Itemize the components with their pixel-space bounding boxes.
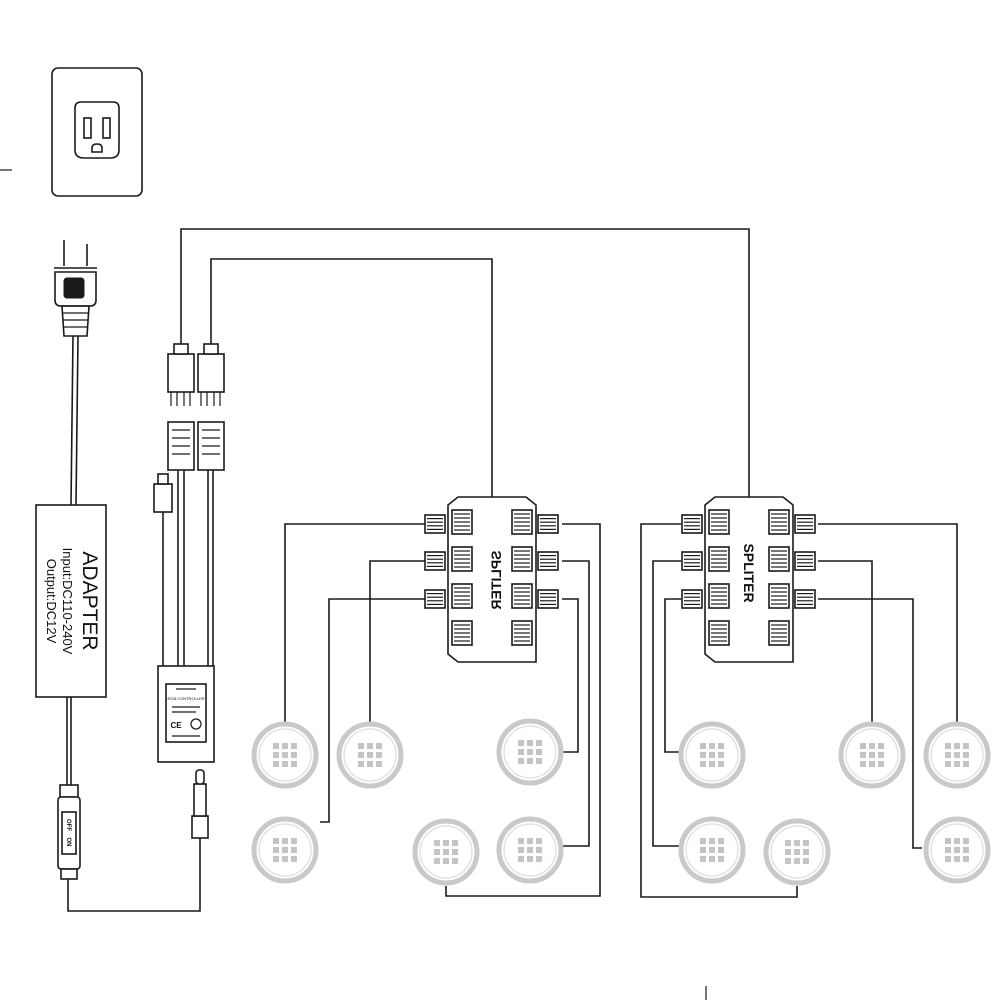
splitter-2-outer-port [681,514,703,534]
splitter-2-inner-port [708,583,730,609]
splitter-2-label: SPLITER [741,543,757,602]
splitter-1-outer-port [537,551,559,571]
switch-off-label: OFF [65,819,71,831]
puck-light [923,721,991,789]
wall-outlet [51,67,143,197]
controller-ce-mark: CE [170,721,182,730]
splitter-2-inner-port [708,546,730,572]
puck-light [838,721,906,789]
splitter-1-outer-port [537,514,559,534]
splitter-2-inner-port [768,620,790,646]
puck-light [678,816,746,884]
switch-on-label: ON [65,838,71,847]
splitter-2-inner-port [708,620,730,646]
splitter-1: SPLITER [424,496,559,663]
splitter-1-inner-port [451,509,473,535]
splitter-2-outer-port [794,514,816,534]
splitter-1-inner-port [451,583,473,609]
splitter-1-outer-port [424,551,446,571]
rgb-controller: RGB CONTROLLER CE [157,665,215,763]
splitter-2-inner-port [708,509,730,535]
splitter-1-outer-port [424,514,446,534]
splitter-2-outer-port [681,551,703,571]
splitter-2-outer-port [794,589,816,609]
splitter-2: SPLITER [681,496,816,663]
splitter-1-inner-port [451,620,473,646]
male-connector-right [197,343,225,406]
splitter-1-inner-port [511,509,533,535]
controller-brand: RGB CONTROLLER [167,696,204,701]
puck-light [251,816,319,884]
controller-side-connector [153,473,173,666]
dc-jack [191,769,209,839]
wire-to-splitter-1 [210,258,493,497]
female-connector-right [197,421,225,471]
puck-light [336,721,404,789]
puck-light [923,816,991,884]
puck-light [251,721,319,789]
adapter-output: Output:DC12V [44,559,59,644]
splitter-2-inner-port [768,583,790,609]
splitter-1-inner-port [451,546,473,572]
splitter-1-inner-port [511,583,533,609]
splitter-1-wiring [284,523,601,897]
power-plug [54,240,97,506]
splitter-2-outer-port [681,589,703,609]
power-adapter: ADAPTER Input:DC110-240V Output:DC12V [35,504,107,698]
puck-lights [251,718,991,886]
puck-light [496,816,564,884]
adapter-input: Input:DC110-240V [60,548,75,655]
splitter-1-inner-port [511,620,533,646]
splitter-1-outer-port [537,589,559,609]
inline-switch: OFF ON [57,784,81,880]
puck-light [763,818,831,886]
splitter-1-inner-port [511,546,533,572]
splitter-2-inner-port [768,509,790,535]
female-connector-left [167,421,195,471]
puck-light [496,718,564,786]
splitter-2-outer-port [794,551,816,571]
splitter-1-label: SPLITER [488,550,504,609]
puck-light [678,721,746,789]
adapter-title: ADAPTER [78,551,101,650]
male-connector-left [167,343,195,406]
splitter-2-wiring [640,523,958,898]
puck-light [412,818,480,886]
splitter-2-inner-port [768,546,790,572]
wire-to-splitter-2 [180,228,750,497]
splitter-1-outer-port [424,589,446,609]
